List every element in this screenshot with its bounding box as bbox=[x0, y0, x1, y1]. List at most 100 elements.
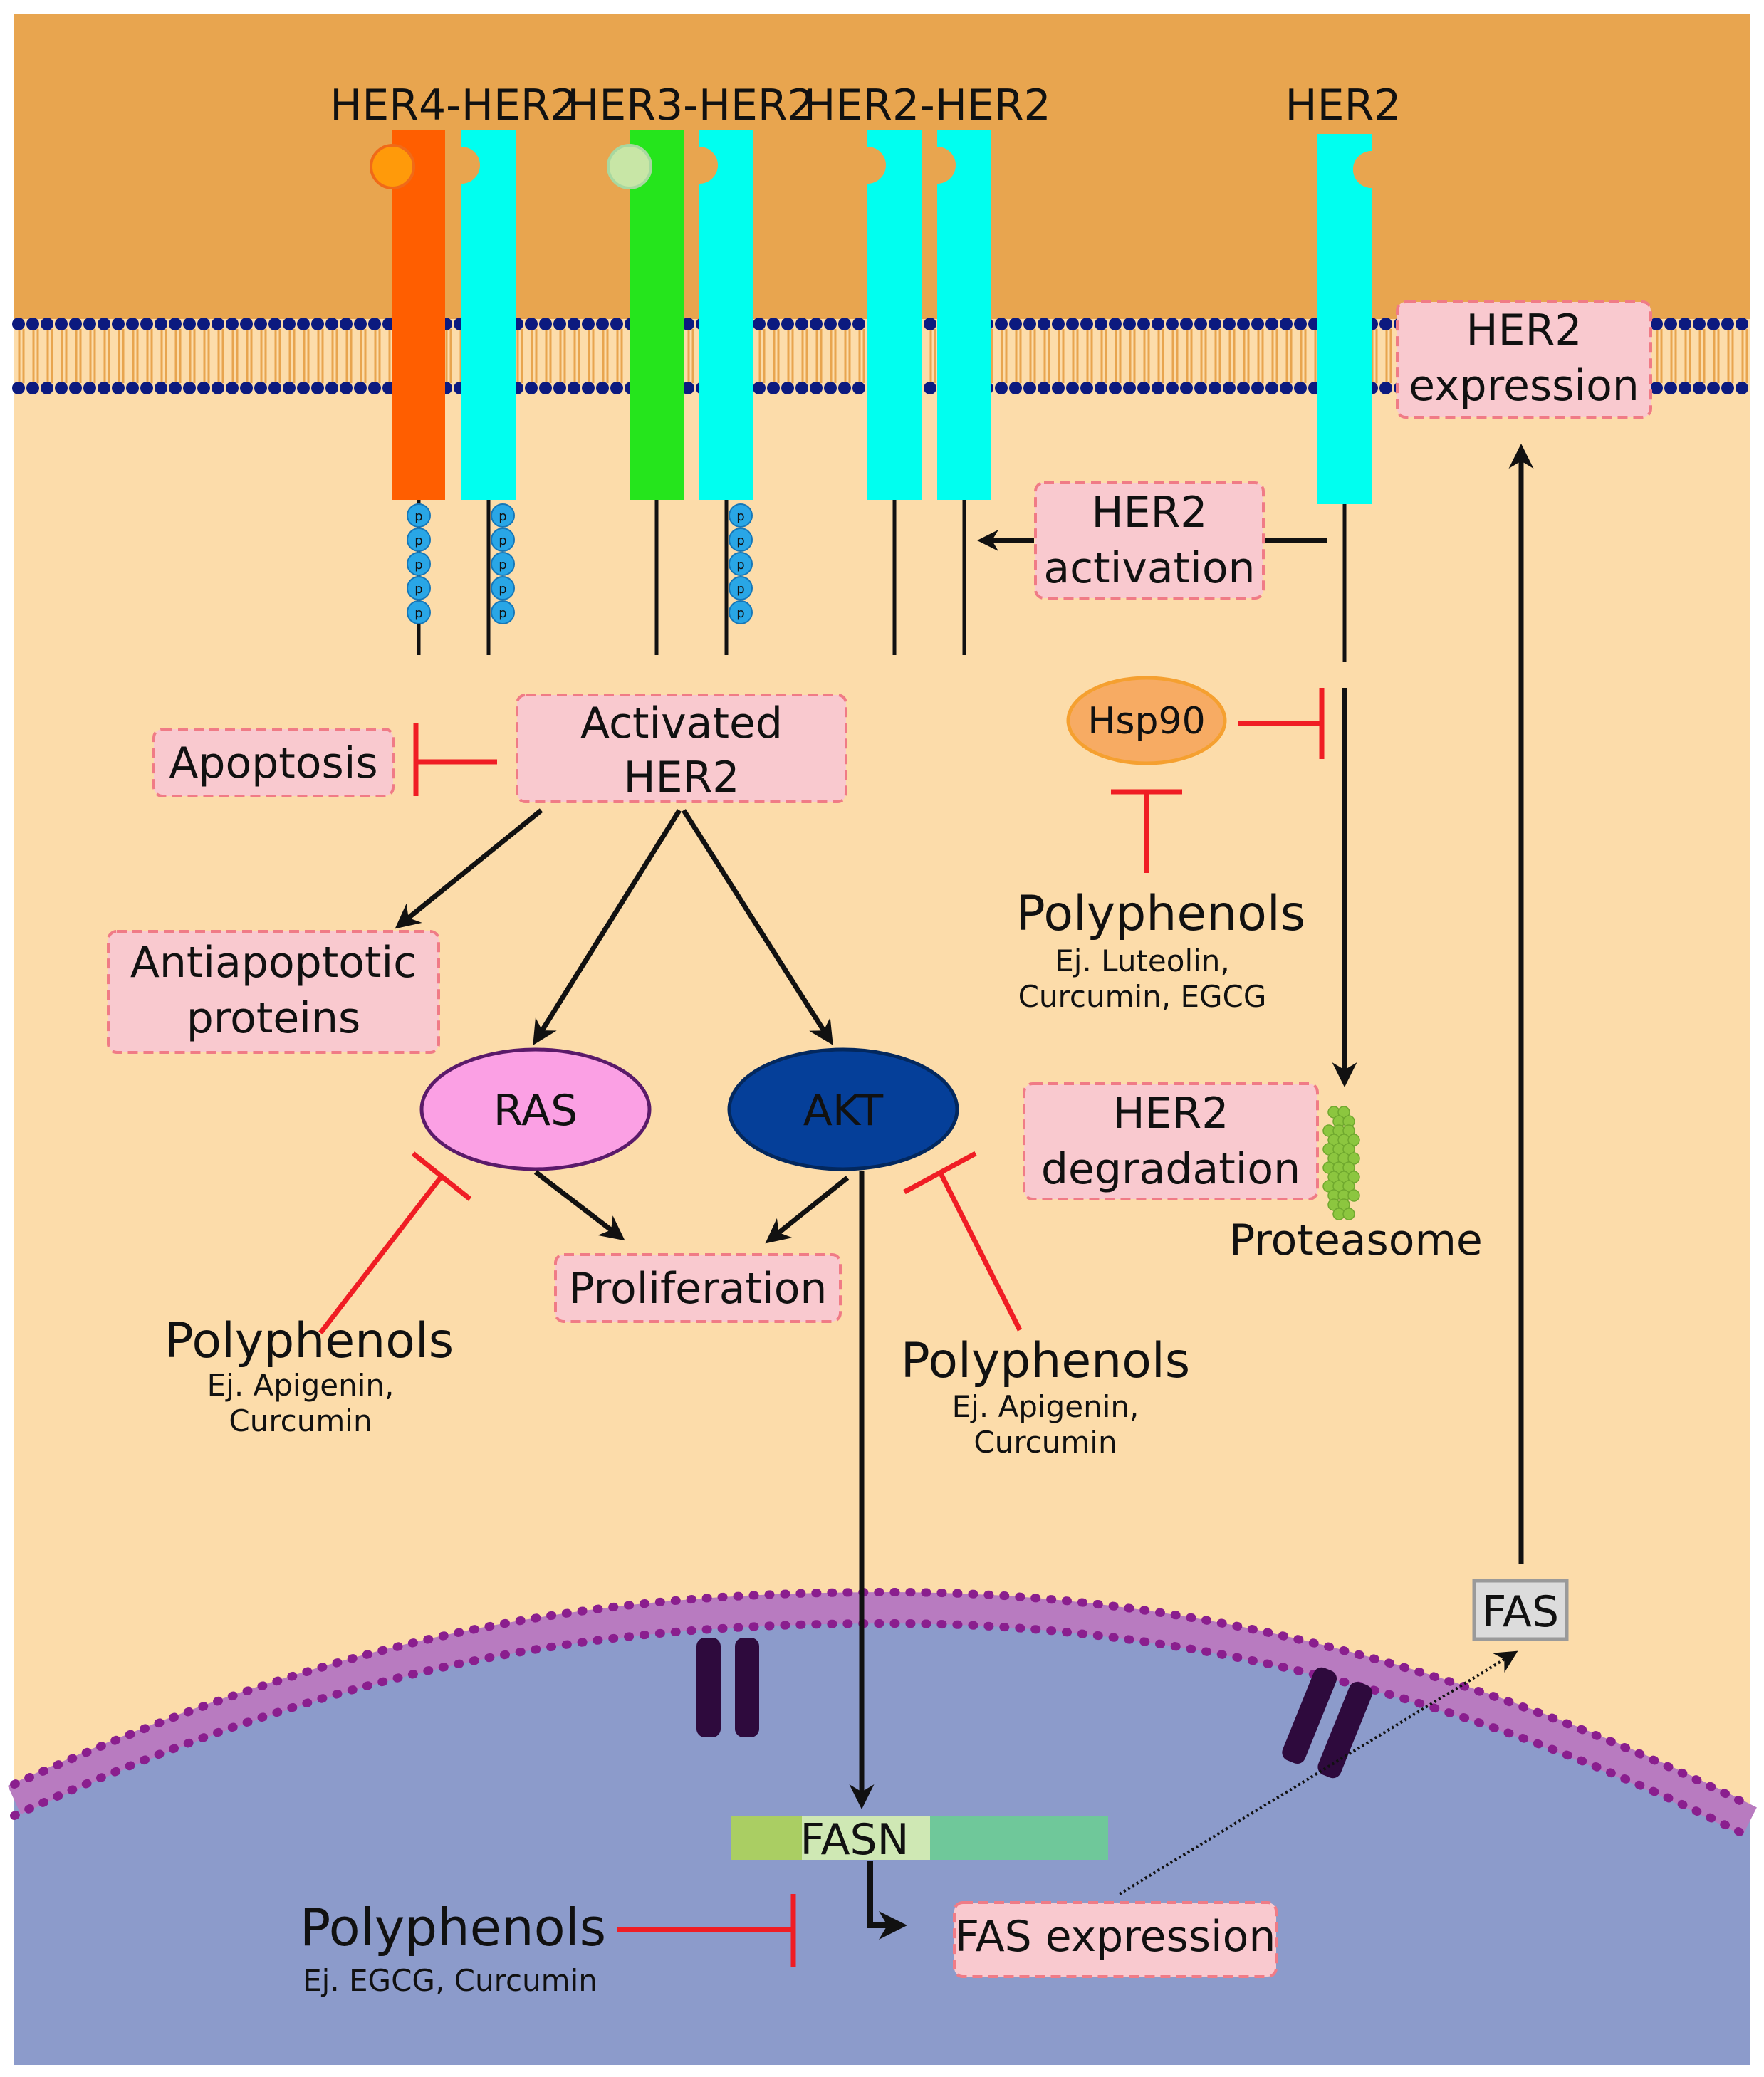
svg-text:degradation: degradation bbox=[1041, 1144, 1300, 1194]
her2-degradation-box: HER2 degradation bbox=[1023, 1082, 1319, 1200]
phospho-site: p bbox=[729, 576, 753, 600]
phospho-site: p bbox=[407, 503, 431, 528]
phospho-site: p bbox=[491, 552, 515, 576]
akt-to-proliferation-arrow bbox=[765, 1176, 850, 1244]
her2-receptor-2 bbox=[699, 130, 753, 655]
fas-expression-box: FAS expression bbox=[953, 1901, 1278, 1978]
svg-text:p: p bbox=[499, 606, 506, 621]
svg-text:Polyphenols: Polyphenols bbox=[1016, 886, 1305, 942]
svg-text:Ej. Apigenin,: Ej. Apigenin, bbox=[207, 1368, 395, 1403]
arrow-to-ras bbox=[533, 809, 682, 1045]
svg-text:p: p bbox=[499, 582, 506, 597]
her4-receptor bbox=[370, 130, 445, 655]
her3-receptor bbox=[607, 130, 684, 655]
polyphenols-left: Polyphenols Ej. Apigenin, Curcumin bbox=[165, 1313, 454, 1438]
svg-text:Proliferation: Proliferation bbox=[569, 1264, 828, 1314]
akt-inhibition bbox=[903, 1151, 1023, 1332]
polyphenols-bottom: Polyphenols Ej. EGCG, Curcumin bbox=[300, 1898, 606, 1998]
apoptosis-box: Apoptosis bbox=[152, 728, 395, 797]
phospho-site: p bbox=[729, 503, 753, 528]
svg-text:Hsp90: Hsp90 bbox=[1087, 700, 1205, 743]
hsp90-inhibits-degradation bbox=[1238, 688, 1325, 759]
svg-text:HER2: HER2 bbox=[1113, 1089, 1229, 1139]
arrow-to-antiapoptotic bbox=[395, 808, 543, 929]
her2-her2-label: HER2-HER2 bbox=[803, 80, 1050, 130]
ras-inhibition bbox=[318, 1151, 472, 1335]
svg-text:p: p bbox=[414, 606, 422, 621]
her3-her2-label: HER3-HER2 bbox=[567, 80, 814, 130]
polyphenols-inhibit-hsp90 bbox=[1111, 789, 1182, 873]
phospho-site: p bbox=[407, 576, 431, 600]
svg-text:AKT: AKT bbox=[803, 1086, 884, 1136]
her2-activation-box: HER2 activation bbox=[1034, 481, 1265, 600]
svg-text:Polyphenols: Polyphenols bbox=[165, 1313, 454, 1369]
svg-text:p: p bbox=[736, 558, 744, 572]
nuclear-pore-left bbox=[696, 1638, 721, 1737]
svg-text:FAS: FAS bbox=[1482, 1587, 1559, 1637]
phospho-site: p bbox=[729, 600, 753, 624]
phospho-site: p bbox=[491, 528, 515, 552]
her2-label: HER2 bbox=[1285, 80, 1402, 130]
proliferation-box: Proliferation bbox=[554, 1253, 842, 1323]
svg-text:Antiapoptotic: Antiapoptotic bbox=[130, 938, 417, 988]
svg-text:p: p bbox=[414, 558, 422, 572]
svg-text:p: p bbox=[499, 558, 506, 572]
svg-text:p: p bbox=[414, 533, 422, 548]
her2-receptor-1 bbox=[461, 130, 516, 655]
svg-text:p: p bbox=[499, 533, 506, 548]
arrow-to-akt bbox=[682, 809, 833, 1045]
svg-text:p: p bbox=[736, 582, 744, 597]
svg-text:Activated: Activated bbox=[580, 699, 783, 748]
svg-text:Curcumin: Curcumin bbox=[229, 1403, 372, 1438]
fas-export-dotted-arrow bbox=[1118, 1650, 1518, 1895]
ras-node: RAS bbox=[419, 1047, 652, 1171]
svg-text:expression: expression bbox=[1409, 361, 1639, 411]
phospho-site: p bbox=[491, 576, 515, 600]
her4-her2-label: HER4-HER2 bbox=[330, 80, 577, 130]
her2-receptor-3 bbox=[867, 130, 922, 655]
phospho-site: p bbox=[729, 528, 753, 552]
her2-expression-box: HER2 expression bbox=[1396, 300, 1652, 419]
svg-text:Polyphenols: Polyphenols bbox=[901, 1333, 1190, 1389]
akt-node: AKT bbox=[727, 1047, 959, 1171]
proteasome-label: Proteasome bbox=[1229, 1215, 1483, 1265]
svg-text:HER2: HER2 bbox=[1092, 488, 1208, 538]
svg-text:Polyphenols: Polyphenols bbox=[300, 1898, 606, 1957]
her2-receptor-monomer bbox=[1317, 134, 1372, 662]
her2-receptor-4 bbox=[937, 130, 991, 655]
fas-box: FAS bbox=[1472, 1579, 1569, 1641]
svg-text:Ej. Apigenin,: Ej. Apigenin, bbox=[952, 1389, 1139, 1424]
polyphenols-middle: Polyphenols Ej. Apigenin, Curcumin bbox=[901, 1333, 1190, 1460]
ras-to-proliferation-arrow bbox=[533, 1170, 625, 1241]
transcription-arrow bbox=[867, 1861, 907, 1940]
hsp90-node: Hsp90 bbox=[1066, 676, 1227, 765]
proteasome-icon bbox=[1322, 1106, 1360, 1220]
nuclear-pore-right bbox=[1282, 1667, 1373, 1779]
svg-text:proteins: proteins bbox=[187, 993, 361, 1043]
svg-text:p: p bbox=[736, 606, 744, 621]
phospho-site: p bbox=[407, 528, 431, 552]
antiapoptotic-proteins-box: Antiapoptotic proteins bbox=[107, 930, 440, 1054]
svg-text:HER2: HER2 bbox=[624, 753, 740, 802]
svg-text:Curcumin, EGCG: Curcumin, EGCG bbox=[1018, 979, 1267, 1014]
svg-text:p: p bbox=[736, 533, 744, 548]
fasn-gene: FASN bbox=[731, 1815, 1108, 1865]
svg-text:p: p bbox=[414, 582, 422, 597]
svg-text:Ej. Luteolin,: Ej. Luteolin, bbox=[1055, 943, 1230, 978]
svg-text:RAS: RAS bbox=[494, 1086, 578, 1136]
apoptosis-inhibition bbox=[413, 723, 497, 796]
fas-expression-inhibition bbox=[617, 1894, 796, 1967]
svg-text:p: p bbox=[736, 509, 744, 524]
svg-text:p: p bbox=[414, 509, 422, 524]
activated-her2-box: Activated HER2 bbox=[516, 694, 847, 803]
svg-text:FASN: FASN bbox=[800, 1815, 909, 1865]
svg-text:Apoptosis: Apoptosis bbox=[169, 738, 377, 788]
phospho-site: p bbox=[491, 503, 515, 528]
svg-text:activation: activation bbox=[1043, 543, 1255, 593]
phospho-site: p bbox=[407, 600, 431, 624]
phospho-site: p bbox=[407, 552, 431, 576]
polyphenols-top-right: Polyphenols Ej. Luteolin, Curcumin, EGCG bbox=[1016, 886, 1305, 1014]
svg-text:HER2: HER2 bbox=[1466, 305, 1582, 355]
